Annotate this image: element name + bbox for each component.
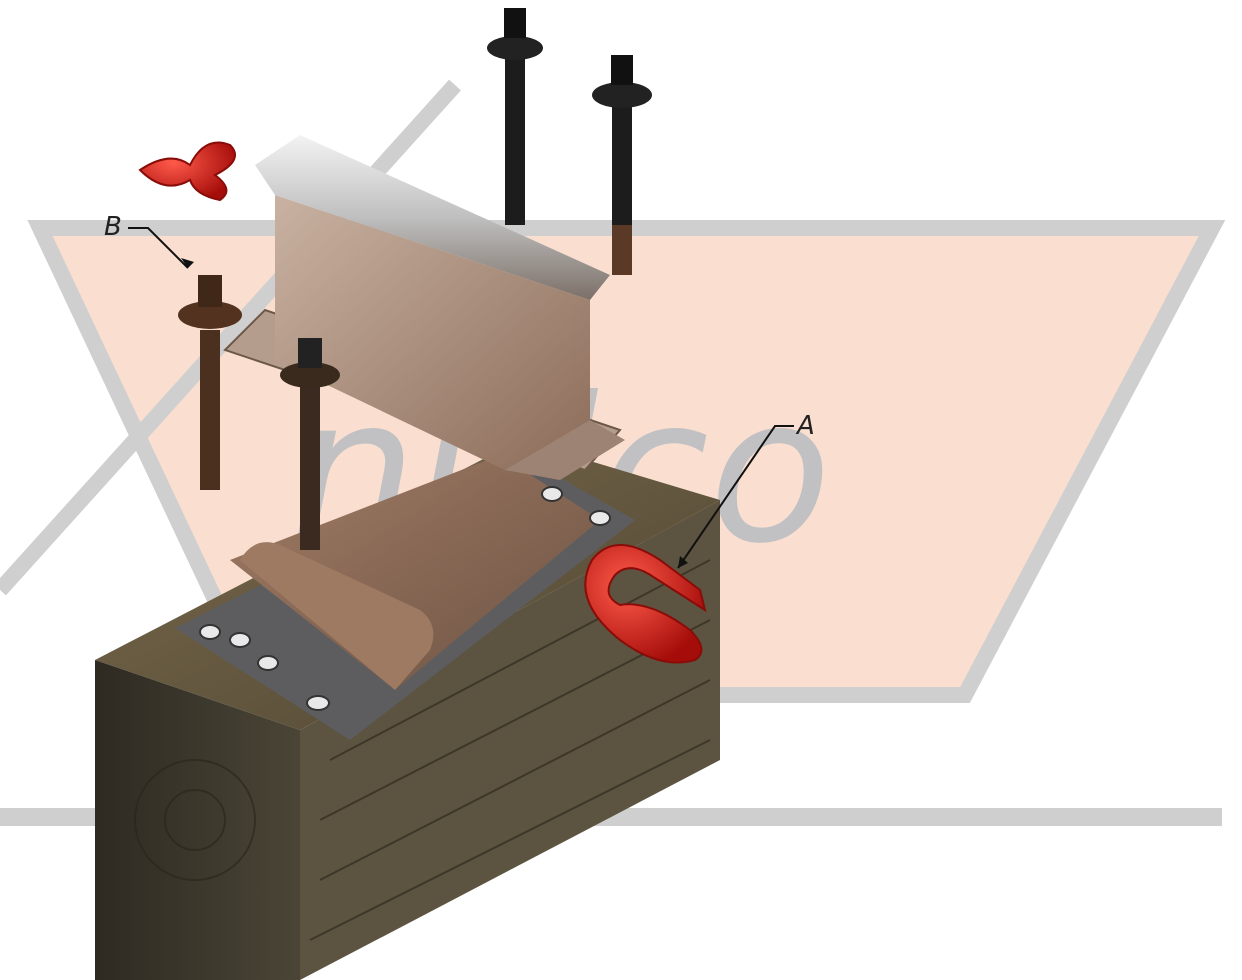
callout-a-label: A bbox=[795, 411, 815, 441]
spike-head bbox=[504, 8, 526, 38]
spike-shaft bbox=[200, 330, 220, 490]
spike-shaft-tip bbox=[612, 225, 632, 275]
rail-anchor-clip-top-left bbox=[140, 143, 235, 201]
screw-spike-top-center bbox=[487, 8, 543, 225]
spike-collar bbox=[592, 82, 652, 108]
spike-head bbox=[298, 338, 322, 368]
spike-shaft bbox=[505, 55, 525, 225]
spike-shaft bbox=[300, 385, 320, 550]
spike-head bbox=[198, 275, 222, 307]
spike-collar bbox=[487, 36, 543, 60]
clip-loop bbox=[140, 143, 235, 201]
spike-head bbox=[611, 55, 633, 85]
callout-b-label: B bbox=[104, 212, 122, 242]
